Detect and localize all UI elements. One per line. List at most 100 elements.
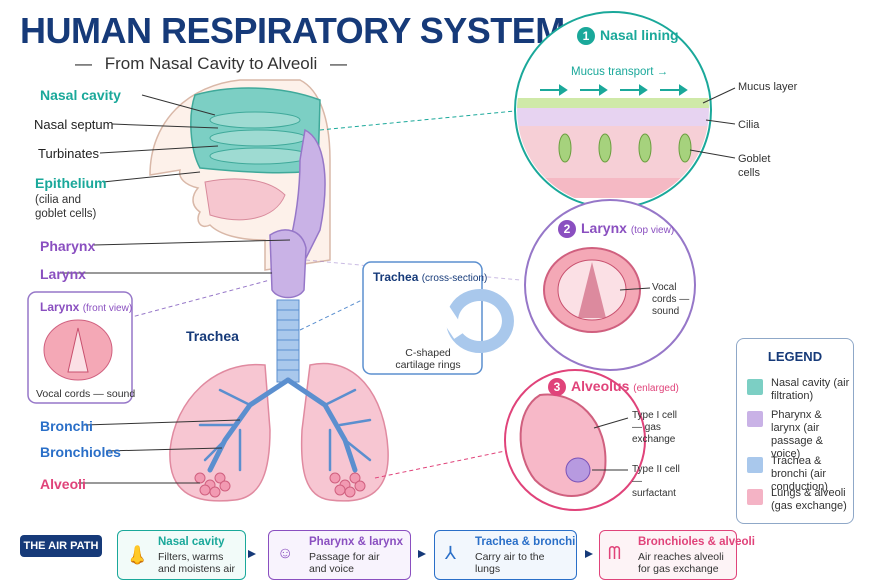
larynx-front-vocal (67, 327, 89, 373)
turbinate-1 (209, 111, 301, 129)
larynx-top-caption: Vocal cords — sound (652, 282, 690, 317)
air-path-label: THE AIR PATH (20, 535, 102, 557)
air-path-step-trachea: ⅄ Trachea & bronchi Carry air to the lun… (434, 530, 577, 580)
trachea-cs-box (362, 261, 483, 375)
subtitle-text: From Nasal Cavity to Alveoli (104, 54, 318, 73)
connector-trachea (299, 299, 363, 331)
larynx-top-number: 2 (558, 220, 576, 239)
cell-layer (517, 126, 709, 178)
step-alveoli-desc: Air reaches alveoli for gas exchange (638, 551, 724, 575)
legend-swatch-pharynx (747, 411, 763, 427)
legend-swatch-trachea (747, 457, 763, 473)
alveoli-cluster-right (329, 472, 366, 498)
air-path-step-nasal: 👃 Nasal cavity Filters, warms and moiste… (117, 530, 246, 580)
cilia-label: Cilia (738, 119, 760, 131)
alveolus-title: 3 Alveolus (enlarged) (548, 378, 679, 397)
c-ring-gap (434, 301, 466, 339)
label-bronchioles: Bronchioles (40, 444, 121, 460)
nasal-leaders (689, 87, 736, 159)
trachea-cs-title-text: Trachea (373, 270, 419, 284)
larynx-front-caption: Vocal cords — sound (36, 388, 136, 400)
nasal-lining-title-text: Nasal lining (600, 27, 679, 43)
trachea-icon: ⅄ (445, 543, 456, 563)
trachea-cs-caption: C-shaped cartilage rings (395, 347, 461, 371)
step-nasal-desc: Filters, warms and moistens air (158, 551, 236, 575)
larynx-shape (269, 229, 307, 299)
alveolus-title-text: Alveolus (571, 378, 630, 394)
label-trachea: Trachea (186, 328, 239, 344)
left-lung (169, 363, 271, 502)
larynx-top-leader (619, 287, 651, 291)
cilia-band (517, 108, 709, 126)
trachea-rings (277, 309, 299, 371)
mucus-transport-label: Mucus transport → (571, 66, 669, 78)
mucus-layer-band (517, 98, 709, 108)
leader-lines (60, 94, 291, 484)
step-nasal-title: Nasal cavity (158, 536, 225, 548)
bronchial-tree (198, 377, 372, 473)
larynx-front-title-text: Larynx (40, 300, 80, 314)
nasal-lining-title: 1 Nasal lining (577, 27, 679, 46)
mucus-arrows (540, 84, 688, 96)
label-turbinates: Turbinates (38, 146, 99, 161)
connector-larynx-front (127, 279, 271, 319)
type2-cell (565, 457, 591, 483)
c-ring (446, 289, 514, 353)
right-lung (300, 362, 389, 502)
goblet-cells-label: Goblet cells (738, 153, 771, 179)
mouth-shape (204, 178, 286, 221)
mucus-layer-label: Mucus layer (738, 81, 798, 93)
step-trachea-desc: Carry air to the lungs (475, 551, 545, 575)
trachea-cs-sub: (cross-section) (421, 273, 488, 284)
larynx-top-vocal-cords (578, 262, 606, 318)
legend-swatch-lungs (747, 489, 763, 505)
step-alveoli-title: Bronchioles & alveoli (638, 536, 755, 548)
head-profile-icon: ☺ (277, 545, 294, 562)
legend-text-pharynx: Pharynx & larynx (air passage & voice) (771, 409, 823, 460)
type1-cell-label: Type I cell — gas exchange (632, 410, 678, 445)
air-path-step-alveoli: ᗰ Bronchioles & alveoli Air reaches alve… (599, 530, 755, 580)
legend-text-trachea: Trachea & bronchi (air conduction) (771, 455, 828, 493)
air-path-arrows (248, 550, 593, 558)
legend-text-nasal: Nasal cavity (air filtration) (771, 377, 850, 402)
legend-title: LEGEND (767, 349, 823, 364)
subtitle-dash-left: — (75, 54, 92, 73)
goblet-cells (558, 133, 692, 163)
turbinate-2 (209, 129, 307, 147)
larynx-top-title: 2 Larynx (top view) (558, 220, 675, 239)
step-trachea-title: Trachea & bronchi (475, 536, 576, 548)
turbinate-3 (209, 147, 311, 165)
label-alveoli: Alveoli (40, 476, 86, 492)
alveolus-sub: (enlarged) (633, 383, 679, 394)
label-epithelium-note: (cilia and goblet cells) (35, 194, 97, 220)
larynx-front-title: Larynx (front view) (40, 300, 132, 314)
basement-layer (517, 178, 709, 198)
connector-alveolus (374, 449, 511, 479)
legend-swatch-nasal (747, 379, 763, 395)
alveolus-number: 3 (548, 378, 566, 397)
step-pharynx-desc: Passage for air and voice (309, 551, 380, 575)
step-pharynx-title: Pharynx & larynx (309, 536, 403, 548)
label-epithelium: Epithelium (35, 175, 107, 191)
alveoli-cluster-left (194, 472, 231, 498)
label-pharynx: Pharynx (40, 238, 96, 254)
larynx-top-title-text: Larynx (581, 220, 627, 236)
label-bronchi: Bronchi (40, 418, 93, 434)
label-nasal-cavity: Nasal cavity (40, 87, 121, 103)
type2-cell-label: Type II cell — surfactant (632, 464, 680, 499)
larynx-front-sub: (front view) (82, 303, 133, 314)
label-larynx: Larynx (40, 266, 86, 282)
legend-panel: LEGEND Nasal cavity (air filtration) Pha… (736, 338, 854, 524)
lungs-icon: ᗰ (608, 543, 621, 563)
subtitle-dash-right: — (330, 54, 348, 73)
page-title: HUMAN RESPIRATORY SYSTEM (20, 10, 565, 51)
page-subtitle: — From Nasal Cavity to Alveoli — (75, 54, 347, 74)
nose-icon: 👃 (126, 545, 149, 565)
larynx-top-sub: (top view) (630, 225, 675, 236)
type1-leader (593, 417, 629, 429)
trachea-cs-title: Trachea (cross-section) (373, 270, 487, 284)
label-nasal-septum: Nasal septum (34, 117, 114, 132)
nasal-lining-number: 1 (577, 27, 595, 46)
air-path-step-pharynx: ☺ Pharynx & larynx Passage for air and v… (268, 530, 411, 580)
